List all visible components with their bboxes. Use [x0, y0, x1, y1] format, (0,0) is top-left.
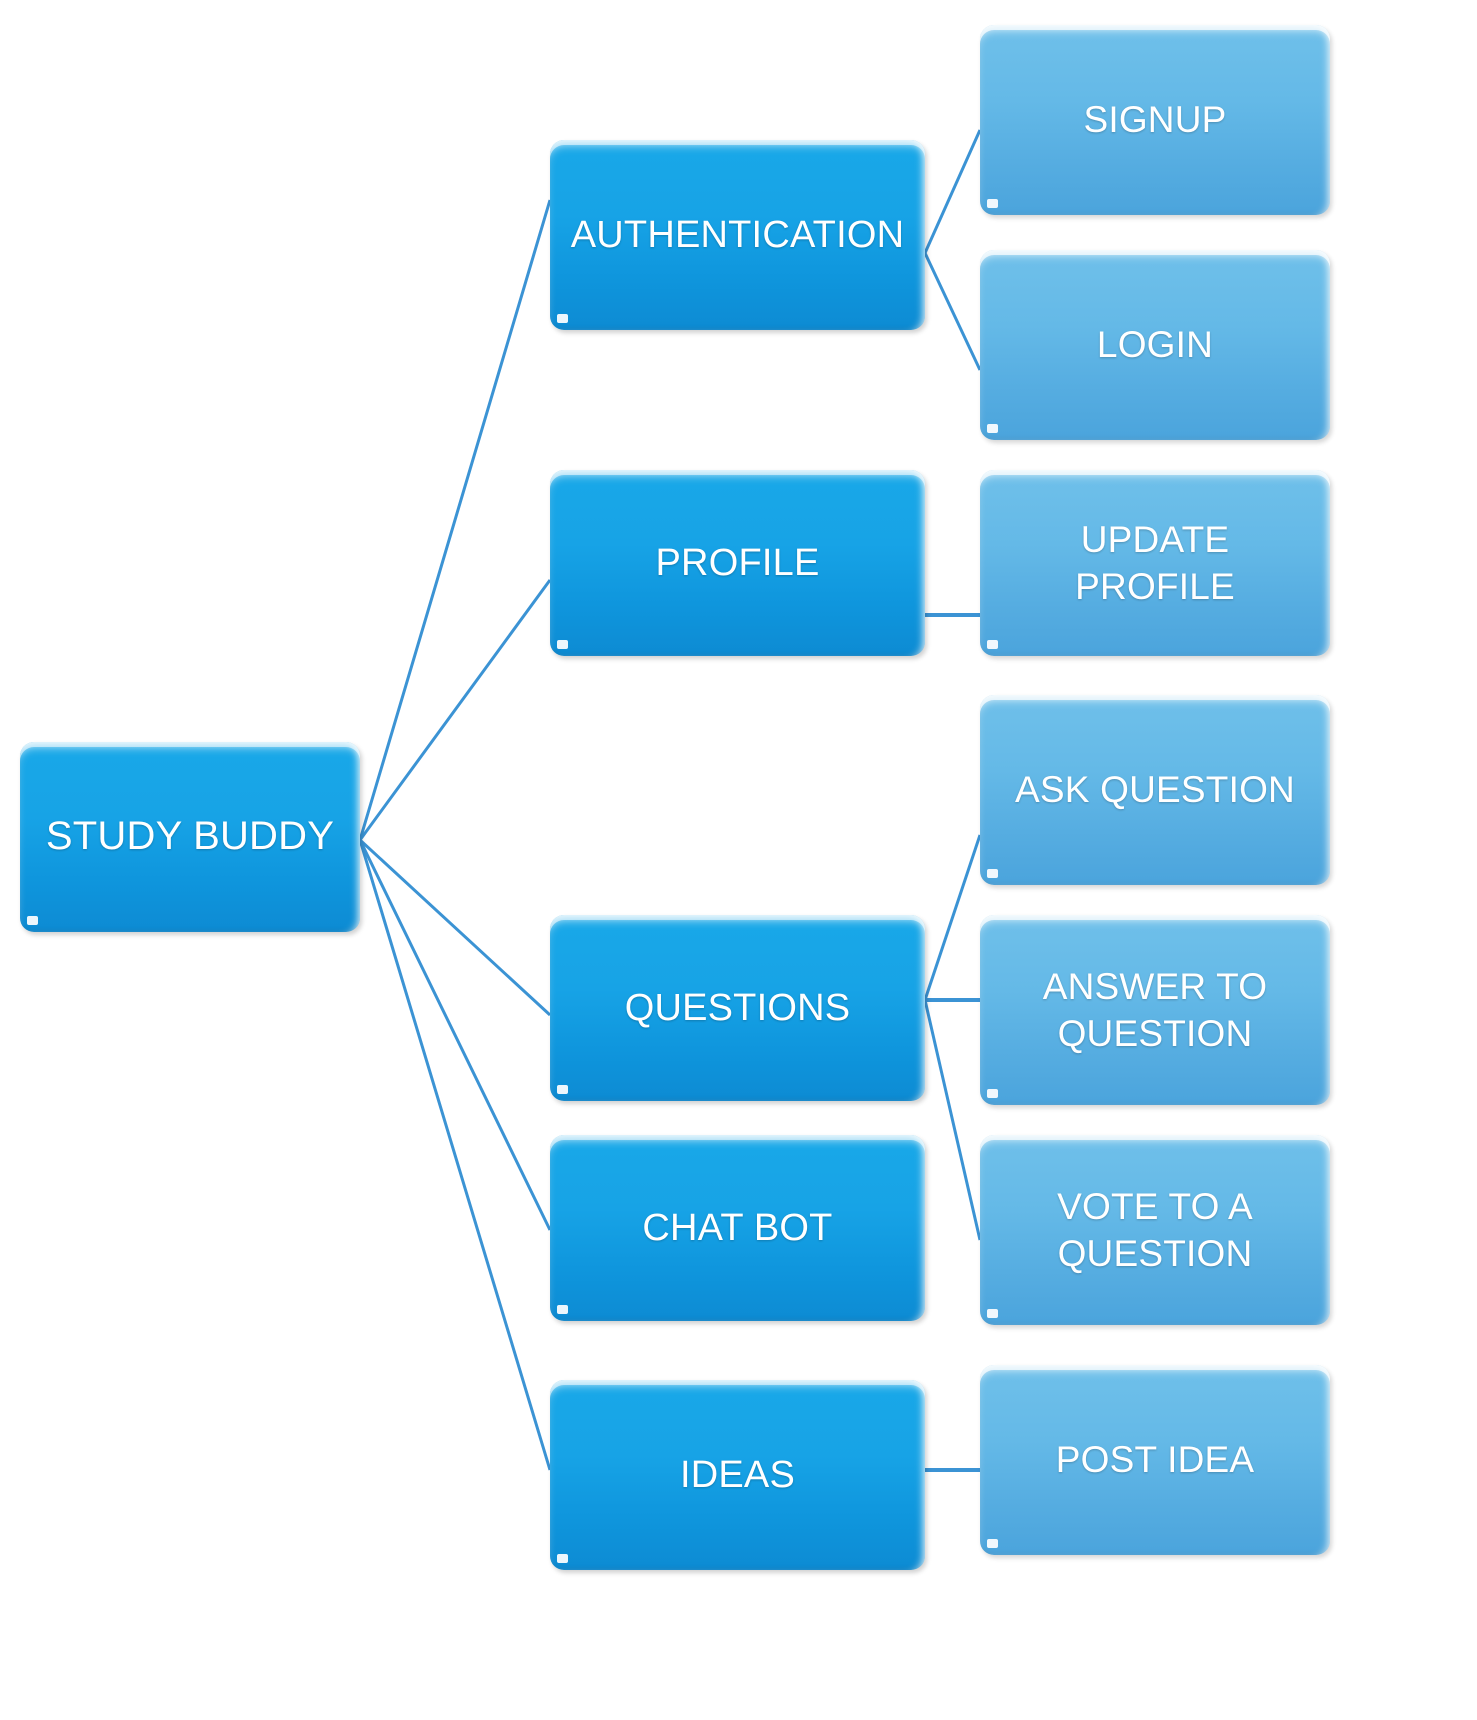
node-login[interactable]: LOGIN — [980, 250, 1330, 440]
node-label-chat-bot: CHAT BOT — [642, 1206, 833, 1249]
node-profile[interactable]: PROFILE — [550, 470, 925, 656]
node-label-signup: SIGNUP — [1083, 99, 1227, 141]
node-ask-question[interactable]: ASK QUESTION — [980, 695, 1330, 885]
node-label-update-profile: UPDATE PROFILE — [1075, 518, 1235, 607]
edge-questions-to-ask-question — [923, 834, 982, 1001]
node-answer-to-question[interactable]: ANSWER TO QUESTION — [980, 915, 1330, 1105]
node-label-profile: PROFILE — [655, 541, 820, 584]
node-label-ideas: IDEAS — [679, 1453, 796, 1496]
edge-study-buddy-to-profile — [358, 579, 552, 841]
node-ideas[interactable]: IDEAS — [550, 1380, 925, 1570]
edge-study-buddy-to-authentication — [358, 199, 552, 841]
edge-study-buddy-to-chat-bot — [358, 839, 552, 1231]
edge-study-buddy-to-questions — [358, 838, 552, 1017]
node-label-answer-to-question: ANSWER TO QUESTION — [1042, 965, 1268, 1054]
node-questions[interactable]: QUESTIONS — [550, 915, 925, 1101]
node-label-authentication: AUTHENTICATION — [570, 213, 905, 256]
node-label-study-buddy: STUDY BUDDY — [45, 814, 335, 859]
edge-authentication-to-login — [923, 252, 982, 371]
node-label-login: LOGIN — [1096, 324, 1214, 366]
node-label-ask-question: ASK QUESTION — [1015, 769, 1295, 811]
edge-study-buddy-to-ideas — [358, 839, 552, 1471]
edge-authentication-to-signup — [923, 129, 982, 254]
node-authentication[interactable]: AUTHENTICATION — [550, 140, 925, 330]
node-vote-to-a-question[interactable]: VOTE TO A QUESTION — [980, 1135, 1330, 1325]
node-signup[interactable]: SIGNUP — [980, 25, 1330, 215]
node-label-vote-to-a-question: VOTE TO A QUESTION — [1057, 1185, 1253, 1274]
node-study-buddy[interactable]: STUDY BUDDY — [20, 742, 360, 932]
node-post-idea[interactable]: POST IDEA — [980, 1365, 1330, 1555]
edge-questions-to-vote-to-a-question — [923, 999, 982, 1241]
node-label-post-idea: POST IDEA — [1055, 1439, 1255, 1481]
node-label-questions: QUESTIONS — [624, 986, 851, 1029]
node-chat-bot[interactable]: CHAT BOT — [550, 1135, 925, 1321]
node-update-profile[interactable]: UPDATE PROFILE — [980, 470, 1330, 656]
